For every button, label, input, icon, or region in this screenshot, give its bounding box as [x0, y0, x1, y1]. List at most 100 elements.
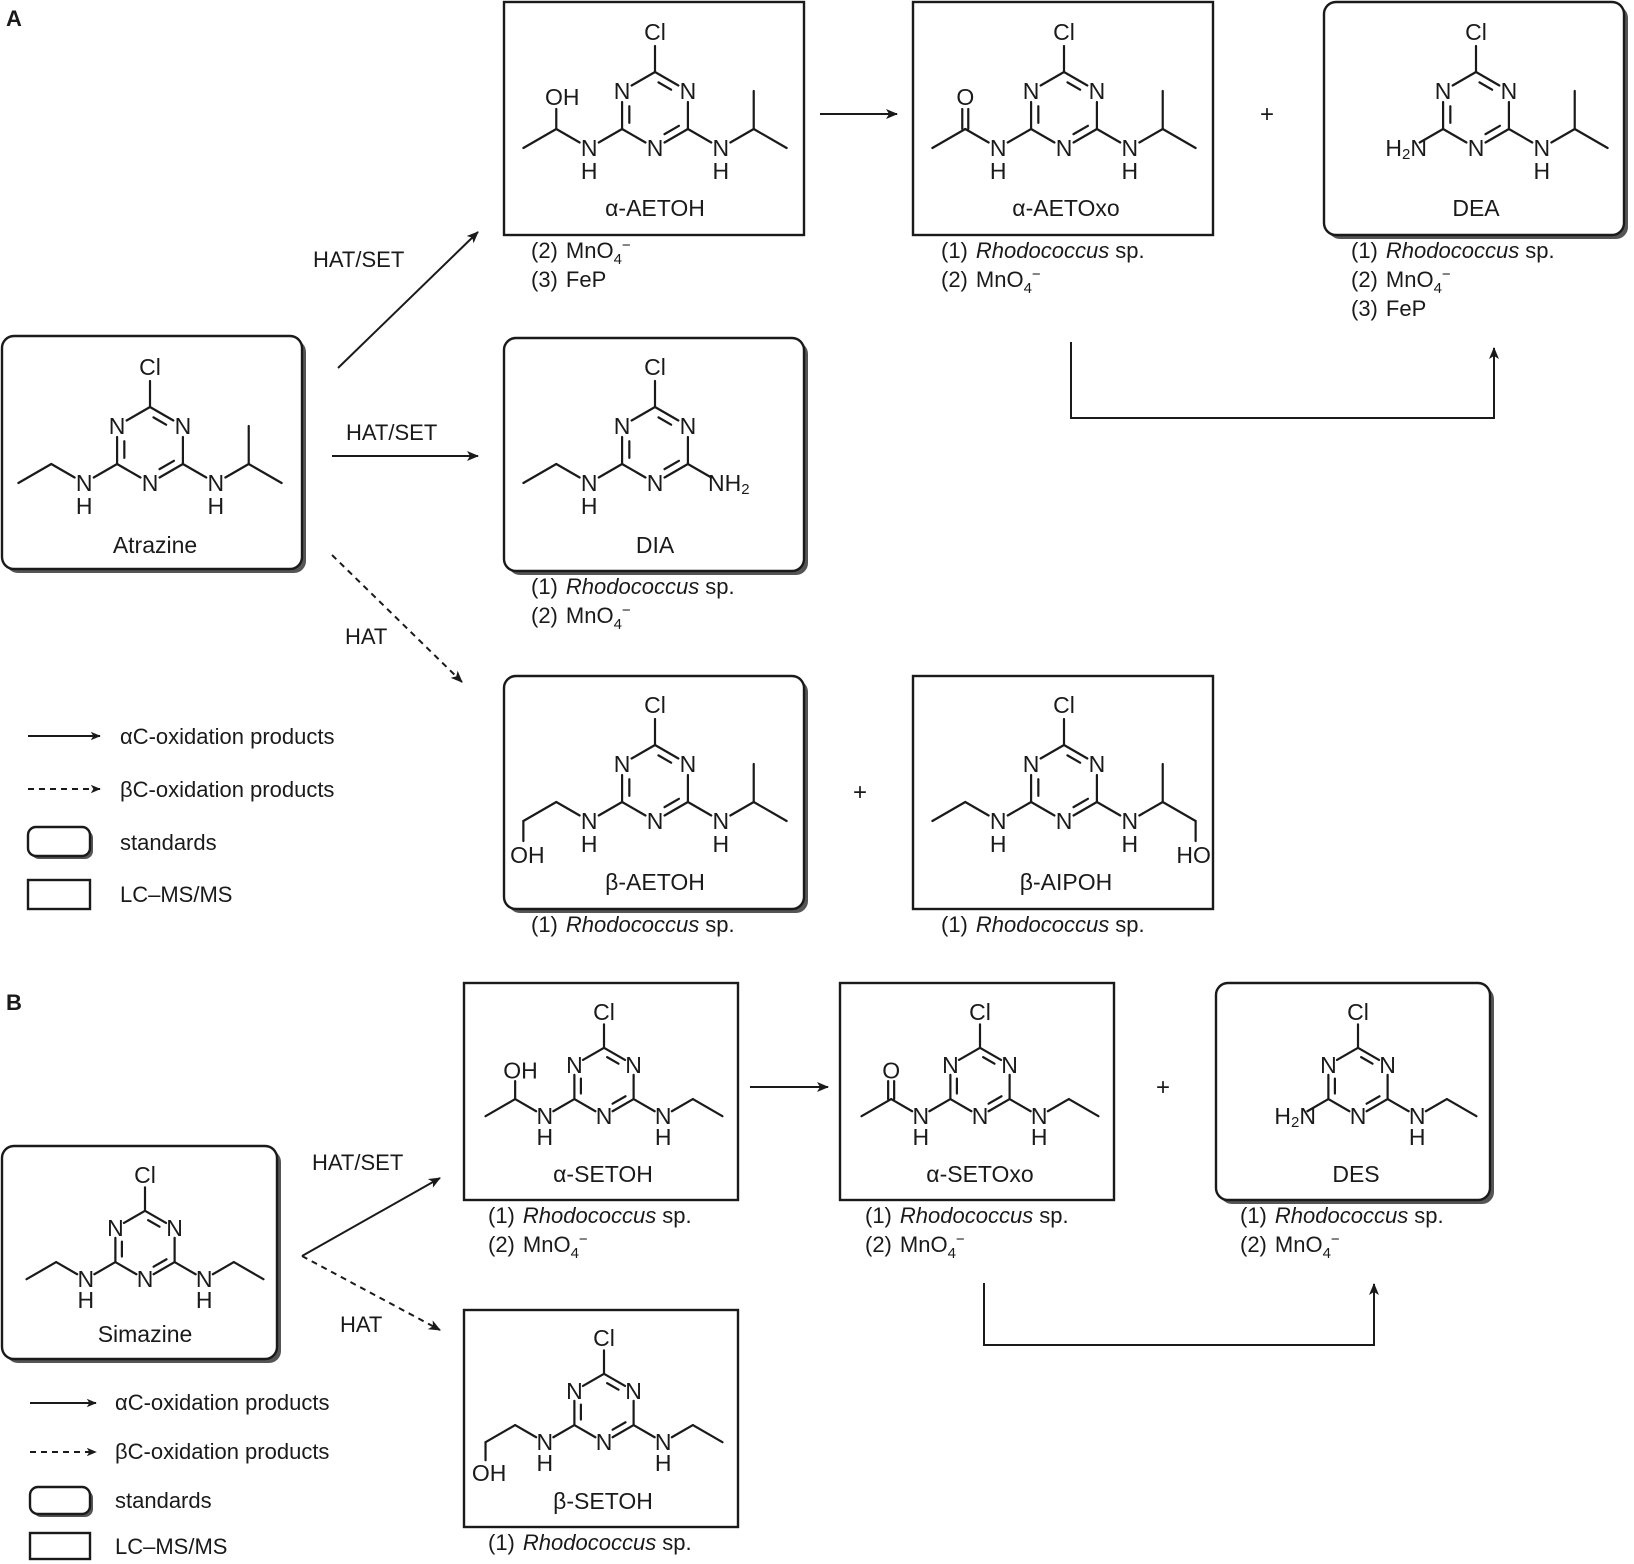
- amine-hydrogen: H: [536, 1450, 553, 1476]
- condition-line: (2)MnO4−: [1240, 1231, 1340, 1262]
- ring-nitrogen: N: [566, 1052, 583, 1078]
- amine-nitrogen: N: [713, 808, 730, 834]
- chlorine-atom: Cl: [969, 999, 991, 1025]
- amine-nitrogen: N: [536, 1103, 553, 1129]
- amine-nitrogen: N: [990, 135, 1007, 161]
- ring-nitrogen: N: [1089, 78, 1106, 104]
- condition-line: (3)FeP: [531, 267, 606, 292]
- ring-nitrogen: N: [1320, 1052, 1337, 1078]
- ring-nitrogen: N: [142, 470, 159, 496]
- chlorine-atom: Cl: [644, 354, 666, 380]
- legend-standards-box: [26, 825, 92, 858]
- des-name: DES: [1332, 1161, 1379, 1187]
- ring-nitrogen: N: [942, 1052, 959, 1078]
- amine-hydrogen: H: [713, 831, 730, 857]
- carbonyl-oxygen: O: [882, 1057, 900, 1083]
- ring-nitrogen: N: [647, 470, 664, 496]
- legend-lcms-label: LC–MS/MS: [120, 882, 232, 907]
- arrow-aetoxo-to-dea: [1070, 342, 1499, 419]
- ring-nitrogen: N: [647, 808, 664, 834]
- legend-standards-label: standards: [120, 830, 217, 855]
- amine-hydrogen: H: [990, 831, 1007, 857]
- condition-line: (3)FeP: [1351, 296, 1426, 321]
- hydroxyl-group: OH: [472, 1460, 507, 1486]
- ring-nitrogen: N: [1350, 1103, 1367, 1129]
- ring-nitrogen: N: [625, 1052, 642, 1078]
- legend-b-lcms-label: LC–MS/MS: [115, 1534, 227, 1559]
- ring-nitrogen: N: [614, 78, 631, 104]
- ring-nitrogen: N: [1501, 78, 1518, 104]
- amine-nitrogen: N: [1122, 135, 1139, 161]
- amine-hydrogen: H: [1031, 1124, 1048, 1150]
- dia-name: DIA: [636, 532, 675, 558]
- ring-nitrogen: N: [175, 413, 192, 439]
- amine-hydrogen: H: [1122, 831, 1139, 857]
- carbonyl-oxygen: O: [956, 84, 974, 110]
- ring-nitrogen: N: [137, 1266, 154, 1292]
- ring-nitrogen: N: [596, 1429, 613, 1455]
- plus-sign-beta: +: [853, 779, 867, 806]
- hydroxyl-group: OH: [510, 842, 545, 868]
- beta-aipoh-name: β-AIPOH: [1020, 869, 1112, 895]
- amine-nitrogen: N: [536, 1429, 553, 1455]
- legend-b-lcms-box: [28, 1531, 92, 1561]
- chlorine-atom: Cl: [1053, 692, 1075, 718]
- dea-name: DEA: [1452, 195, 1500, 221]
- legend-b-standards-box: [28, 1485, 92, 1516]
- amine-nitrogen: N: [208, 470, 225, 496]
- amine-nitrogen: N: [581, 135, 598, 161]
- amine-hydrogen: H: [1534, 158, 1551, 184]
- arrow-label-hat-set-mid: HAT/SET: [346, 420, 437, 445]
- ring-nitrogen: N: [680, 413, 697, 439]
- amine-hydrogen: H: [77, 1287, 94, 1313]
- amine-hydrogen: H: [1122, 158, 1139, 184]
- ring-nitrogen: N: [625, 1378, 642, 1404]
- amino-group: H2N: [1385, 135, 1427, 163]
- ring-nitrogen: N: [1056, 808, 1073, 834]
- amine-hydrogen: H: [76, 493, 93, 519]
- arrow-setoxo-to-des: [983, 1283, 1379, 1346]
- alpha-aetoh-conditions: (2)MnO4−(3)FeP: [531, 237, 631, 292]
- amine-hydrogen: H: [1409, 1124, 1426, 1150]
- hydroxyl-group: OH: [545, 84, 580, 110]
- ring-nitrogen: N: [566, 1378, 583, 1404]
- ring-nitrogen: N: [1379, 1052, 1396, 1078]
- beta-aetoh-name: β-AETOH: [605, 869, 705, 895]
- legend-b-alpha-label: αC-oxidation products: [115, 1390, 330, 1415]
- condition-line: (2)MnO4−: [941, 266, 1041, 297]
- legend-beta-label: βC-oxidation products: [120, 777, 334, 802]
- chlorine-atom: Cl: [644, 19, 666, 45]
- ring-nitrogen: N: [1001, 1052, 1018, 1078]
- arrow-atrazine-to-beta: [331, 554, 463, 683]
- amine-hydrogen: H: [581, 158, 598, 184]
- amine-hydrogen: H: [713, 158, 730, 184]
- chlorine-atom: Cl: [139, 354, 161, 380]
- amine-nitrogen: N: [1534, 135, 1551, 161]
- amine-hydrogen: H: [208, 493, 225, 519]
- ring-nitrogen: N: [1468, 135, 1485, 161]
- atrazine-name: Atrazine: [113, 532, 197, 558]
- chlorine-atom: Cl: [1465, 19, 1487, 45]
- amine-nitrogen: N: [912, 1103, 929, 1129]
